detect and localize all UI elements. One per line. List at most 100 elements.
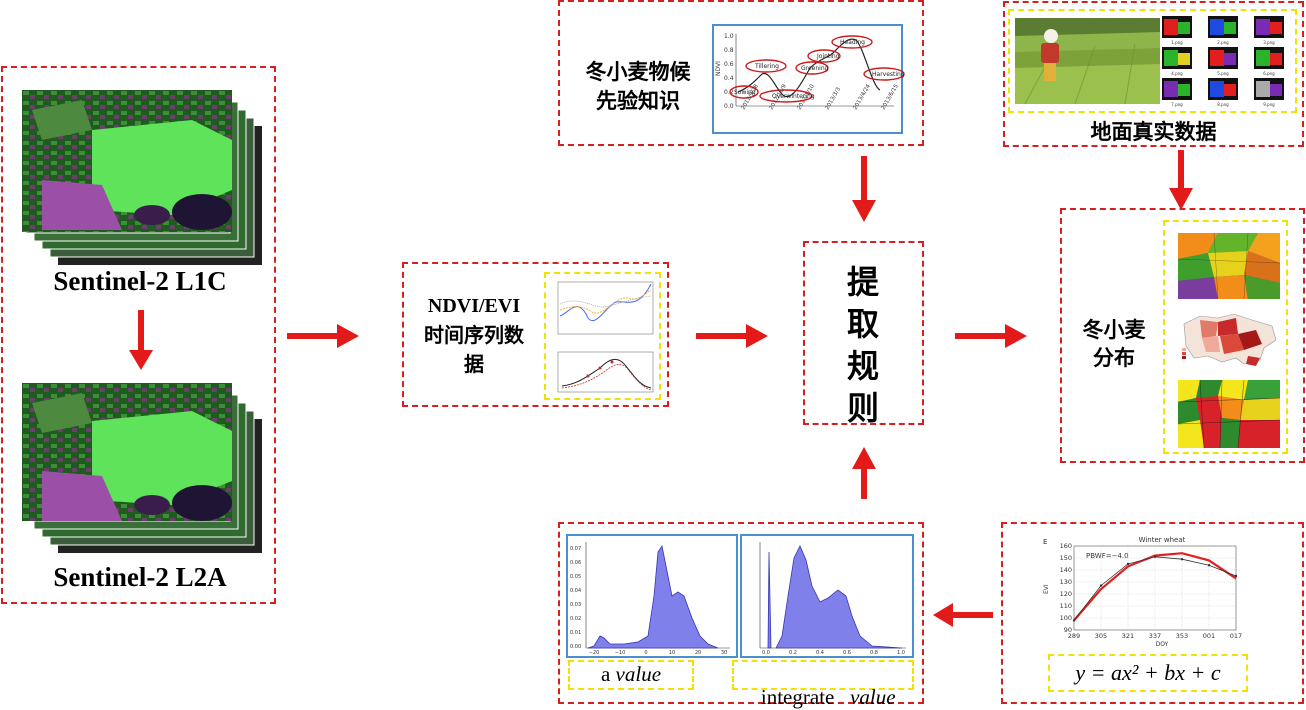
histogram-a-yticks: 0.070.060.050.040.030.020.010.00 [570, 546, 581, 650]
distribution-panel [1060, 208, 1305, 463]
arrow-ground-truth-to-distribution [1169, 150, 1193, 210]
winter-wheat-fit-line [1073, 552, 1237, 622]
timeseries-label-line2: 时间序列数 [424, 323, 524, 347]
histogram-integrate-xtick: 0.4 [816, 650, 824, 656]
sentinel-l1c-image-stack [22, 90, 262, 265]
phenology-stage-label: Tillering [754, 63, 779, 70]
histogram-a-ytick: 0.05 [570, 574, 581, 580]
rule-char-3: 规 [846, 347, 879, 385]
rule-panel [803, 241, 924, 425]
winter-wheat-ytick: 130 [1060, 578, 1072, 586]
winter-wheat-xtick: 289 [1068, 632, 1080, 640]
ground-truth-thumb-caption: 9.png [1263, 102, 1275, 107]
phenology-stage-label: Greening [801, 65, 829, 72]
ground-truth-thumb-patch [1178, 84, 1190, 96]
ground-truth-thumb-patch [1256, 19, 1270, 35]
winter-wheat-point [1153, 555, 1157, 558]
phenology-panel [558, 0, 924, 146]
winter-wheat-xtick: 337 [1149, 632, 1161, 640]
ground-truth-thumb-patch [1270, 53, 1282, 65]
histogram-integrate-caption-frame [732, 660, 914, 690]
phenology-ytick: 0.6 [724, 61, 734, 68]
arrow-histograms-to-rule [852, 447, 876, 499]
histogram-integrate-xtick: 0.8 [870, 650, 878, 656]
distribution-country-map [1182, 313, 1277, 366]
distribution-field-map-top [1177, 232, 1281, 300]
ground-truth-thumb-patch [1178, 53, 1190, 65]
ground-truth-thumb-caption: 6.png [1263, 71, 1275, 76]
ground-truth-thumb-patch [1210, 19, 1224, 35]
phenology-label-line2: 先验知识 [596, 89, 680, 113]
winter-wheat-corner-label: E [1043, 538, 1047, 546]
ground-truth-thumb-patch [1164, 50, 1178, 66]
histogram-a-caption: a value [568, 662, 694, 687]
winter-wheat-point [1207, 564, 1211, 567]
phenology-xtick: 2013/4/24 [853, 83, 873, 111]
phenology-stage-label: Overwintering [772, 93, 815, 100]
phenology-ytick: 0.8 [724, 47, 734, 54]
ground-truth-thumb-patch [1256, 50, 1270, 66]
winter-wheat-point [1180, 558, 1184, 561]
ground-truth-thumb-caption: 5.png [1217, 71, 1229, 76]
timeseries-panel [402, 262, 669, 407]
ground-truth-label: 地面真实数据 [1090, 120, 1217, 144]
histogram-a-ytick: 0.07 [570, 546, 581, 552]
ground-truth-thumb-caption: 8.png [1217, 102, 1229, 107]
ground-truth-thumb-patch [1224, 22, 1236, 34]
phenology-stage-label: Jointing [816, 53, 840, 60]
arrow-quadratic-to-histograms [933, 603, 993, 627]
phenology-stage-label: Sowing [734, 89, 756, 96]
winter-wheat-xtick: 017 [1230, 632, 1242, 640]
winter-wheat-evi-chart: E Winter wheat EVI DOY PBWF=−4.0 160 150 1… [1043, 536, 1242, 648]
timeseries-label-line1: NDVI/EVI [427, 295, 521, 317]
ground-truth-thumb-caption: 3.png [1263, 40, 1275, 45]
winter-wheat-point [1099, 584, 1103, 587]
histogram-a-xtick: 10 [669, 650, 675, 656]
ground-truth-thumb-caption: 1.png [1171, 40, 1183, 45]
winter-wheat-annotation: PBWF=−4.0 [1086, 552, 1129, 560]
histogram-a-caption-italic: value [615, 662, 662, 686]
ground-truth-thumb-caption: 4.png [1171, 71, 1183, 76]
arrow-l1c-to-l2a [129, 310, 153, 370]
timeseries-label: NDVI/EVI 时间序列数 据 [408, 292, 540, 379]
winter-wheat-ytick: 160 [1060, 542, 1072, 550]
winter-wheat-ytick: 120 [1060, 590, 1072, 598]
arrow-timeseries-to-rule [696, 324, 768, 348]
formula-frame [1048, 654, 1248, 692]
histogram-integrate-caption-plain: integrate [760, 685, 840, 709]
ground-truth-thumb-patch [1224, 53, 1236, 65]
histogram-a-ytick: 0.01 [570, 630, 581, 636]
histogram-a-ytick: 0.03 [570, 602, 581, 608]
histogram-integrate-xtick: 0.2 [789, 650, 797, 656]
ground-truth-thumb-patch [1256, 81, 1270, 97]
phenology-xtick: 2013/3/3 [825, 86, 843, 111]
winter-wheat-point [1072, 619, 1076, 622]
winter-wheat-xlabel: DOY [1156, 641, 1169, 648]
winter-wheat-ylabel: EVI [1043, 584, 1050, 594]
sentinel-l2a-label: Sentinel-2 L2A [53, 562, 227, 592]
winter-wheat-title: Winter wheat [1139, 536, 1186, 544]
histogram-integrate-xtick: 0.0 [762, 650, 770, 656]
phenology-xtick: 2013/6/15 [881, 83, 901, 111]
distribution-map-frame [1163, 220, 1288, 454]
ground-truth-thumb-patch [1164, 81, 1178, 97]
histogram-a-caption-plain: a [600, 662, 616, 686]
rule-chars: 提 取 规 则 [843, 261, 883, 429]
ground-truth-thumb-patch [1164, 19, 1178, 35]
ground-truth-thumb-caption: 2.png [1217, 40, 1229, 45]
winter-wheat-xtick: 321 [1122, 632, 1134, 640]
phenology-ylabel: NDVI [715, 61, 722, 76]
histogram-integrate-caption: integrate value [732, 660, 914, 710]
ground-truth-panel [1003, 1, 1304, 147]
timeseries-label-line3: 据 [464, 352, 484, 376]
ground-truth-thumb-patch [1178, 22, 1190, 34]
ground-truth-thumb-patch [1270, 84, 1282, 96]
winter-wheat-ytick: 150 [1060, 554, 1072, 562]
